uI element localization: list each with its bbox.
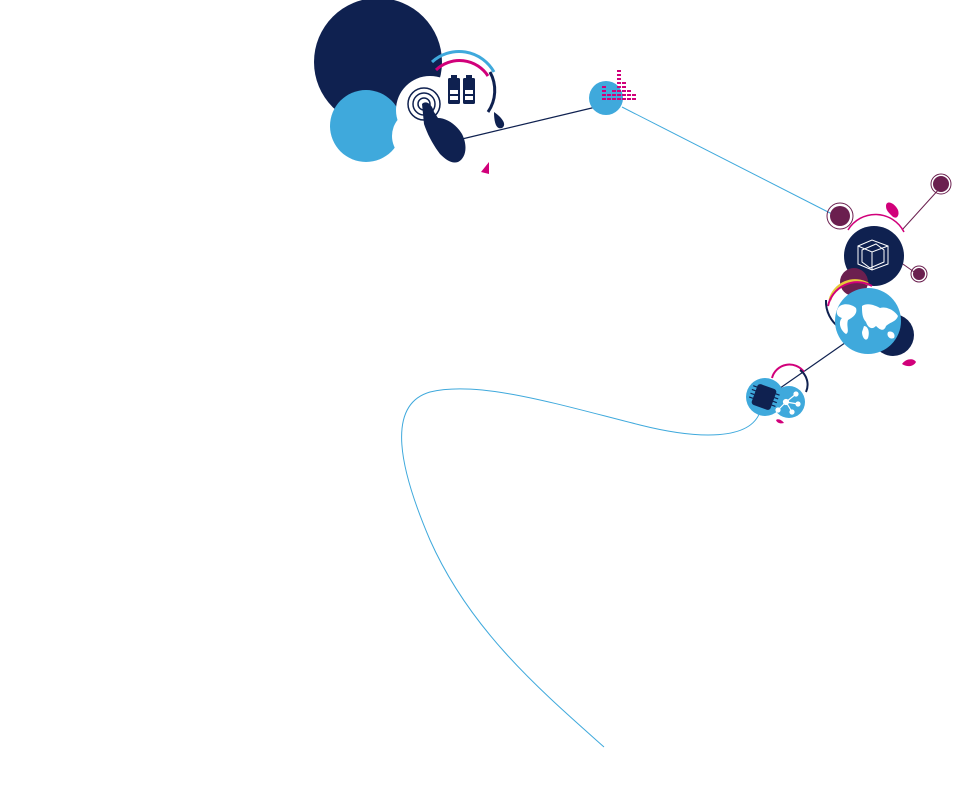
plum-node-left-ring bbox=[826, 202, 854, 230]
equalizer-node bbox=[589, 70, 636, 115]
magenta-arc-ring bbox=[434, 59, 490, 77]
plum-node-small-ring bbox=[910, 265, 928, 283]
magenta-arc-chip bbox=[771, 363, 805, 379]
plum-node-top-right-ring bbox=[930, 173, 952, 195]
magenta-drop bbox=[481, 162, 489, 174]
battery-icon bbox=[448, 75, 475, 104]
line-cube-to-node bbox=[901, 187, 941, 231]
plum-node-small bbox=[913, 268, 925, 280]
3d-cube-icon bbox=[857, 239, 889, 271]
line-touch-to-equalizer bbox=[461, 106, 597, 140]
plum-node-left bbox=[830, 206, 850, 226]
magenta-arc-cube bbox=[847, 213, 905, 233]
navy-arc-ring bbox=[486, 71, 497, 113]
navy-drop bbox=[494, 112, 505, 129]
magenta-arc-globe bbox=[827, 281, 873, 307]
cube-cluster bbox=[824, 173, 952, 367]
plum-node-top-right bbox=[933, 176, 949, 192]
magenta-drop-top bbox=[886, 202, 899, 218]
magenta-drop-chip bbox=[776, 419, 784, 424]
large-blue-circle bbox=[330, 90, 402, 162]
blue-arc-ring bbox=[430, 49, 496, 73]
flowing-curve bbox=[401, 388, 761, 748]
touch-hand-icon bbox=[407, 87, 466, 163]
touch-cluster bbox=[314, 0, 505, 174]
microchip-icon bbox=[748, 384, 780, 410]
line-globe-to-chip bbox=[772, 337, 853, 394]
world-map-icon bbox=[836, 304, 898, 340]
equalizer-icon bbox=[602, 70, 636, 100]
magenta-drop-globe bbox=[902, 359, 916, 367]
connector-lines bbox=[401, 106, 941, 748]
navy-arc-chip bbox=[799, 369, 809, 393]
line-equalizer-to-cube bbox=[621, 106, 833, 215]
chip-cluster bbox=[746, 363, 809, 424]
network-icon bbox=[775, 391, 801, 415]
